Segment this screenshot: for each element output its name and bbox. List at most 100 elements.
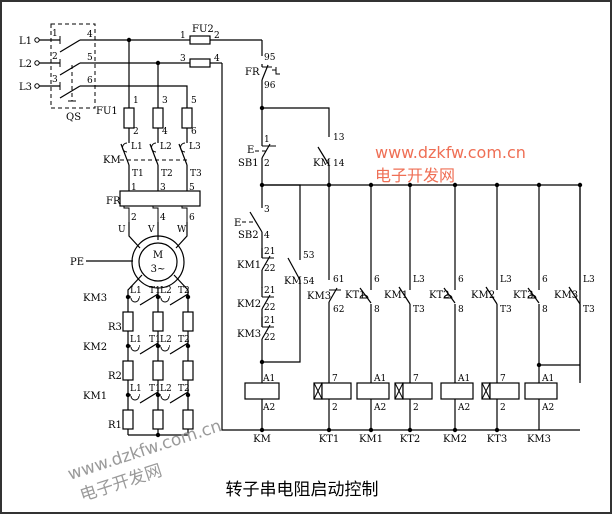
km-load-term: T2 (161, 169, 173, 179)
fu1-fuse (123, 107, 135, 129)
watermark-url: www.dzkfw.com.cn (375, 143, 526, 162)
junction-dot (494, 427, 500, 433)
rotor-contact-arc (160, 297, 170, 303)
fr-term: 4 (160, 213, 166, 223)
motor-label: M (153, 250, 163, 261)
coil-kt3 (489, 382, 520, 400)
wire (185, 85, 188, 110)
km-load-term: T3 (190, 169, 202, 179)
rotor-contact-arc (130, 346, 140, 352)
terminal-icon (34, 83, 40, 89)
timer-delay-icon (359, 294, 369, 299)
rotor-resistor (152, 409, 164, 430)
interlock-term: 22 (264, 303, 275, 313)
fr-term: 6 (189, 213, 195, 223)
branch-contact-label: KM3 (554, 290, 578, 301)
coil-term: A2 (373, 403, 386, 413)
fu1-term: 6 (191, 127, 197, 137)
fu1-fuse (181, 107, 193, 129)
fu1-term: 2 (133, 127, 139, 137)
wires (34, 23, 583, 438)
fu2-label: FU2 (192, 24, 214, 35)
qs-in-term: 3 (52, 75, 58, 85)
coil-term: A1 (541, 374, 554, 384)
motor-terminal: W (177, 225, 187, 235)
rotor-contactor-label: KM3 (83, 293, 107, 304)
rotor-contact-blade (169, 342, 189, 355)
branch-term: L3 (500, 275, 512, 285)
rotor-contactor-label: KM1 (83, 391, 107, 402)
qs-label: QS (66, 112, 81, 123)
km-main-label: KM (103, 155, 121, 166)
km-line-term: L1 (131, 142, 143, 152)
fu2-term: 3 (180, 54, 186, 64)
motor-terminal: V (147, 225, 155, 235)
rotor-resistor (152, 311, 164, 332)
km-aux-blade (287, 257, 301, 281)
junction-dot (368, 427, 374, 433)
interlock-term: 22 (264, 264, 275, 274)
fu1-term: 1 (133, 96, 139, 106)
qs-blade (59, 62, 81, 76)
supply-label-l2: L2 (19, 59, 32, 70)
km3-nc-term: 62 (333, 305, 344, 315)
branch-term: 6 (458, 275, 464, 285)
qs-out-term: 5 (87, 53, 93, 63)
km-aux-return (262, 280, 301, 363)
fu2-fuse-a (189, 35, 211, 45)
rotor-resistor (182, 360, 194, 381)
branch-term: T3 (583, 305, 595, 315)
interlock-blade (261, 294, 271, 310)
km-load-term: T1 (132, 169, 144, 179)
coil-term: A1 (262, 374, 275, 384)
fu1-term: 3 (162, 96, 168, 106)
interlock-term: 21 (264, 247, 275, 257)
interlock-label: KM3 (237, 329, 261, 340)
coil-term: A2 (262, 403, 275, 413)
rotor-resistor (122, 409, 134, 430)
qs-out-term: 4 (87, 30, 93, 40)
coil-term: 7 (332, 374, 338, 384)
qs-blade (59, 39, 81, 53)
interlock-term: 22 (264, 333, 275, 343)
watermark-name: 电子开发网 (375, 166, 455, 185)
fr-contact-label: FR (245, 67, 260, 78)
rotor-resistor (122, 311, 134, 332)
coil-label-kt2: KT2 (400, 434, 421, 445)
pe-label: PE (70, 257, 84, 268)
terminal-icon (34, 37, 40, 43)
rotor-resistor (122, 360, 134, 381)
rotor-term: L2 (160, 384, 172, 394)
resistor-label: R3 (108, 322, 122, 333)
fr-label: FR (106, 196, 121, 207)
km-line-term: L3 (189, 142, 201, 152)
wire (394, 382, 404, 400)
coil-term: 2 (332, 403, 338, 413)
fr-term: 1 (131, 183, 137, 193)
supply-label-l3: L3 (19, 82, 32, 93)
branch-contact-label: KT2 (429, 290, 450, 301)
coil-label-km3: KM3 (527, 434, 551, 445)
pushbutton-icon: E (247, 145, 254, 156)
km-main-blade (149, 143, 159, 166)
coil-term: A2 (457, 403, 470, 413)
branch-term: T3 (413, 305, 425, 315)
wire (313, 382, 323, 400)
branch-contact-label: KT3 (513, 290, 534, 301)
km3-nc-label: KM3 (307, 291, 331, 302)
fu1-term: 5 (191, 96, 197, 106)
rotor-contact-arc (130, 395, 140, 401)
sb2-label: SB2 (238, 230, 259, 241)
rotor-contact-blade (139, 342, 159, 355)
rotor-term: T2 (178, 384, 190, 394)
timer-delay-icon (443, 294, 453, 299)
rotor-term: L2 (160, 286, 172, 296)
diagram-title: 转子串电阻启动控制 (226, 480, 379, 500)
km-aux-label: KM (284, 276, 302, 287)
resistor-label: R1 (108, 420, 122, 431)
qs-out-term: 6 (87, 76, 93, 86)
no-contact-blade (485, 286, 498, 305)
wire (262, 107, 330, 137)
